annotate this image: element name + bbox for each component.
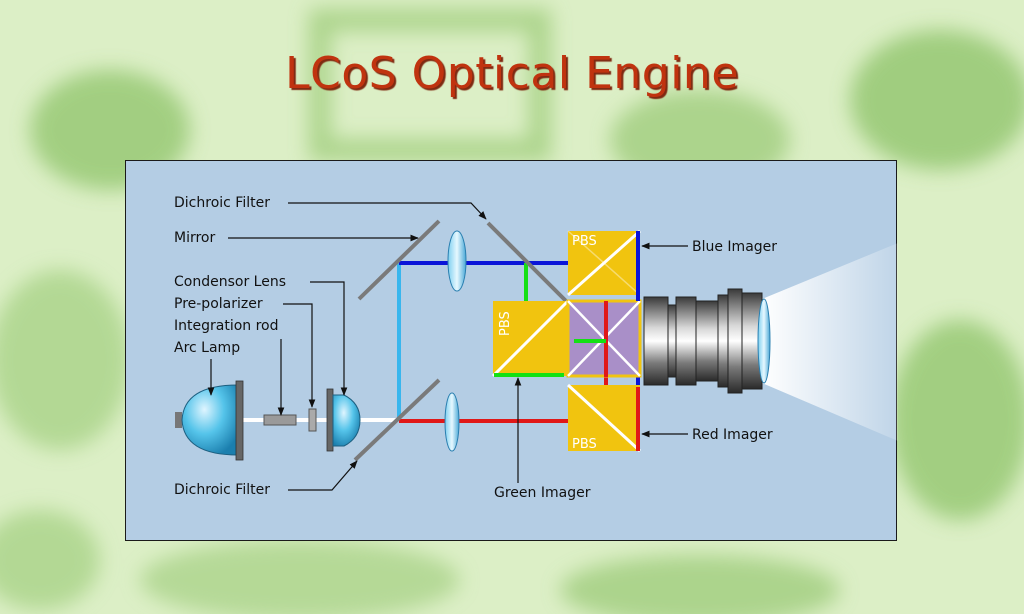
label-dichroic-filter-top: Dichroic Filter [174, 195, 270, 211]
label-green-imager: Green Imager [494, 485, 591, 501]
pbs-top-label: PBS [572, 234, 597, 249]
pre-polarizer [308, 408, 317, 432]
label-red-imager: Red Imager [692, 427, 773, 443]
optical-engine-diagram: PBS PBS PBS Dichroic Filter Mi [174, 195, 898, 501]
projection-lens [643, 288, 771, 394]
integration-rod [263, 414, 297, 426]
relay-lens-bottom [444, 392, 460, 452]
condensor-lens [326, 388, 361, 452]
page-title: LCoS Optical Engine [285, 48, 739, 99]
relay-lens-top [447, 230, 467, 292]
pbs-left-label: PBS [498, 311, 513, 336]
pbs-left: PBS [491, 299, 570, 378]
label-arc-lamp: Arc Lamp [174, 340, 240, 356]
dichroic-filter-bottom [353, 378, 441, 462]
label-mirror: Mirror [174, 230, 215, 246]
projected-light-cone [762, 243, 898, 441]
pbs-bottom-label: PBS [572, 437, 597, 452]
label-dichroic-filter-bottom: Dichroic Filter [174, 482, 270, 498]
label-pre-polarizer: Pre-polarizer [174, 296, 263, 312]
diagram-panel: PBS PBS PBS Dichroic Filter Mi [125, 160, 898, 541]
mirror [357, 219, 441, 301]
label-condensor-lens: Condensor Lens [174, 274, 286, 290]
dichroic-filter-top [486, 221, 568, 303]
label-integration-rod: Integration rod [174, 318, 279, 334]
label-blue-imager: Blue Imager [692, 239, 777, 255]
arc-lamp [175, 380, 244, 461]
pbs-bottom: PBS [566, 383, 642, 453]
pbs-top: PBS [567, 229, 641, 297]
